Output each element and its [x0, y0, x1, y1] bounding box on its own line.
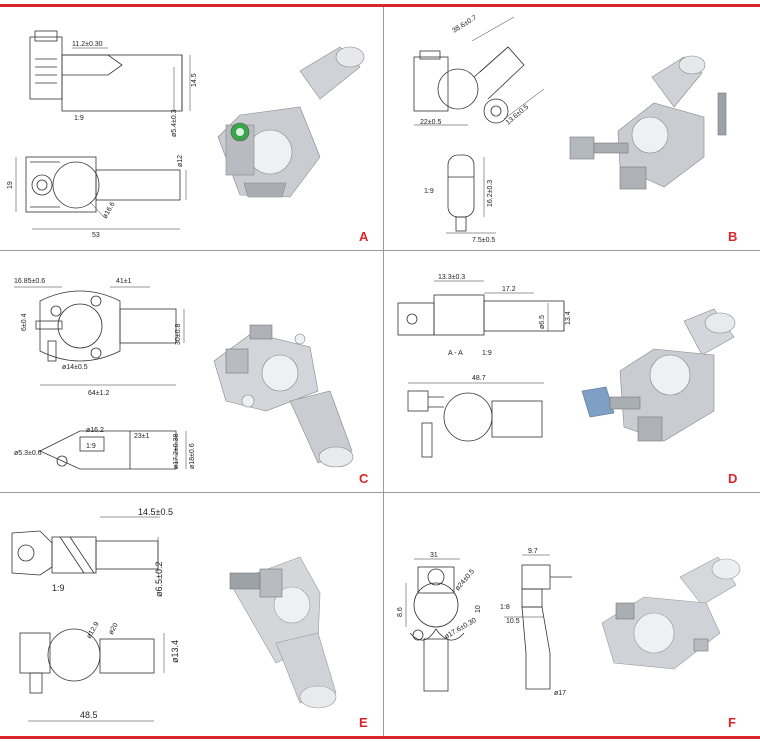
dim-e-3: ø6.5±0.2 — [154, 562, 164, 597]
dim-b-1: 38.6±0.7 — [451, 14, 478, 34]
dim-c-4: 30±0.8 — [175, 324, 182, 345]
panel-b: 38.6±0.7 22±0.5 13.6±0.5 1:9 16.2±0.3 7.… — [384, 7, 760, 250]
dim-d-6: 1:9 — [482, 350, 492, 357]
terminal-render-c — [213, 324, 354, 468]
terminal-render-f — [601, 556, 741, 670]
terminal-render-a — [217, 46, 365, 198]
dim-b-6: 7.5±0.5 — [472, 237, 495, 244]
dim-a-4: 1:9 — [74, 115, 84, 122]
dim-c-9: 1:9 — [86, 443, 96, 450]
dim-d-5: A - A — [448, 350, 463, 357]
dim-f-8: 10.5 — [506, 618, 520, 625]
panel-b-drawing: 38.6±0.7 22±0.5 13.6±0.5 1:9 16.2±0.3 7.… — [413, 14, 727, 244]
dim-a-1: 11.2±0.30 — [72, 41, 103, 48]
terminal-render-b — [569, 55, 727, 190]
dim-d-7: 48.7 — [472, 375, 486, 382]
column-divider — [383, 7, 384, 736]
dim-b-4: 1:9 — [424, 188, 434, 195]
dim-d-1: 13.3±0.3 — [438, 274, 465, 281]
row-divider-2 — [0, 492, 760, 493]
dim-b-5: 16.2±0.3 — [487, 180, 494, 207]
dim-f-2: 9.7 — [528, 548, 538, 555]
dim-e-1: 14.5±0.5 — [138, 507, 173, 517]
dim-a-6: ø12 — [177, 155, 184, 167]
panel-a: 11.2±0.30 14.5 ø5.4±0.3 1:9 19 ø12 ø16.6… — [0, 7, 383, 250]
dim-f-9: ø17 — [554, 690, 566, 697]
terminal-render-d — [581, 308, 736, 442]
panel-letter-a: A — [359, 229, 369, 244]
dim-a-2: 14.5 — [191, 73, 198, 87]
panel-e-drawing: 14.5±0.5 1:9 ø6.5±0.2 ø12.9 ø20 ø13.4 48… — [11, 507, 337, 722]
dim-c-8: 23±1 — [134, 433, 150, 440]
dim-c-11: ø18±0.6 — [189, 443, 196, 469]
dim-f-5: 10 — [475, 605, 482, 613]
dim-c-7: ø16.2 — [86, 427, 104, 434]
dim-a-5: 19 — [7, 181, 14, 189]
row-divider-1 — [0, 250, 760, 251]
dim-a-8: 53 — [92, 232, 100, 239]
dim-e-5: ø20 — [108, 622, 120, 636]
dim-a-3: ø5.4±0.3 — [171, 109, 178, 137]
dim-f-3: ø24±0.5 — [454, 568, 476, 592]
dim-f-7: 1:8 — [500, 604, 510, 611]
panel-letter-e: E — [359, 715, 368, 730]
panel-d: 13.3±0.3 17.2 ø6.5 13.4 A - A 1:9 48.7 D — [384, 251, 760, 492]
dim-d-2: 17.2 — [502, 286, 516, 293]
panel-d-drawing: 13.3±0.3 17.2 ø6.5 13.4 A - A 1:9 48.7 — [397, 274, 736, 458]
dim-c-2: 41±1 — [116, 278, 132, 285]
panel-letter-d: D — [728, 471, 738, 486]
dim-b-3: 13.6±0.5 — [505, 104, 530, 127]
dim-c-12: ø5.3±0.6 — [14, 450, 42, 457]
bottom-red-rule — [0, 736, 760, 739]
dim-c-5: ø14±0.5 — [62, 364, 88, 371]
panel-letter-c: C — [359, 471, 369, 486]
panel-e: 14.5±0.5 1:9 ø6.5±0.2 ø12.9 ø20 ø13.4 48… — [0, 493, 383, 736]
dim-e-4: ø12.9 — [86, 621, 101, 640]
dim-f-1: 31 — [430, 552, 438, 559]
panel-f-drawing: 31 9.7 ø24±0.5 8.6 10 ø17.6±0.30 1:8 10.… — [397, 548, 741, 697]
top-red-rule — [0, 4, 760, 7]
dim-e-2: 1:9 — [52, 583, 65, 593]
dim-f-4: 8.6 — [397, 607, 404, 617]
dim-e-7: 48.5 — [80, 710, 98, 720]
dim-d-4: 13.4 — [565, 311, 572, 325]
panel-a-drawing: 11.2±0.30 14.5 ø5.4±0.3 1:9 19 ø12 ø16.6… — [7, 30, 365, 239]
panel-letter-f: F — [728, 715, 736, 730]
dim-c-3: 6±0.4 — [21, 313, 28, 331]
dim-f-6: ø17.6±0.30 — [444, 617, 478, 641]
panel-c: 16.85±0.6 41±1 6±0.4 30±0.8 ø14±0.5 64±1… — [0, 251, 383, 492]
panel-f: 31 9.7 ø24±0.5 8.6 10 ø17.6±0.30 1:8 10.… — [384, 493, 760, 736]
dim-a-7: ø16.6 — [102, 201, 117, 220]
dim-b-2: 22±0.5 — [420, 119, 441, 126]
dim-d-3: ø6.5 — [539, 315, 546, 329]
panel-c-drawing: 16.85±0.6 41±1 6±0.4 30±0.8 ø14±0.5 64±1… — [14, 278, 354, 470]
dim-e-6: ø13.4 — [170, 640, 180, 663]
panel-letter-b: B — [728, 229, 738, 244]
dim-c-10: ø17.2±0.38 — [173, 434, 180, 469]
dim-c-1: 16.85±0.6 — [14, 278, 45, 285]
terminal-render-e — [229, 556, 337, 709]
dim-c-6: 64±1.2 — [88, 390, 109, 397]
